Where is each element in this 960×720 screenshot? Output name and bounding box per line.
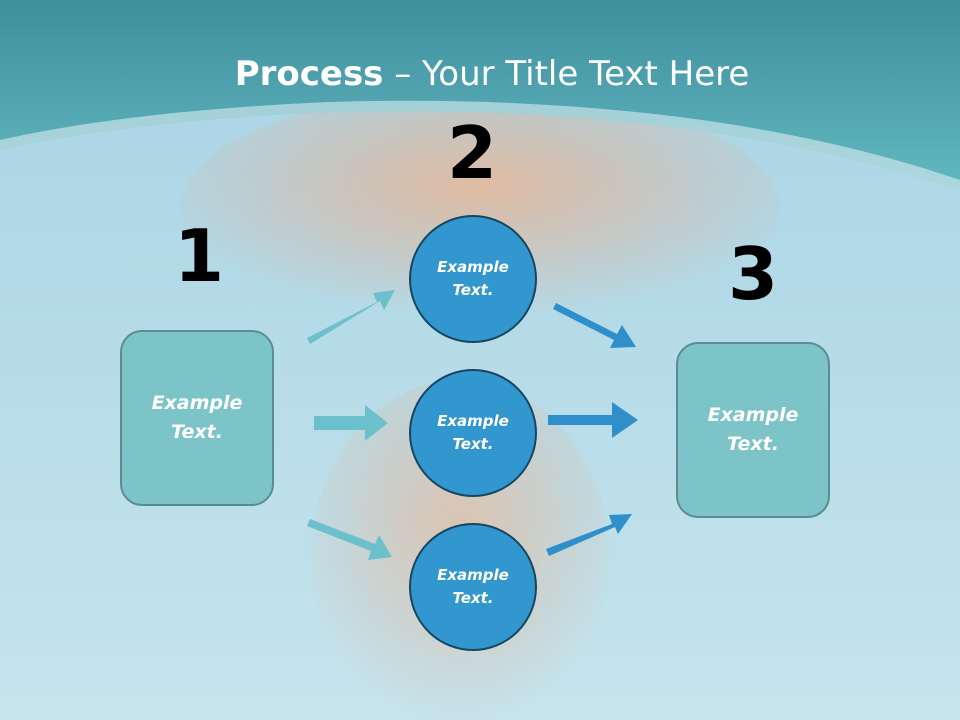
arrow-left-to-top <box>307 290 395 344</box>
arrow-bottom-to-right <box>546 514 632 556</box>
slide-title: Process – Your Title Text Here <box>0 52 960 96</box>
circle-bottom-text: Example Text. <box>437 566 509 607</box>
circle-top: Example Text. <box>409 215 537 343</box>
header-band <box>0 0 960 190</box>
step-number-1: 1 <box>173 214 225 298</box>
step-number-3: 3 <box>727 232 779 316</box>
title-bold: Process <box>234 54 384 94</box>
jellyfish-bell <box>180 90 780 330</box>
circle-top-text: Example Text. <box>437 258 509 299</box>
circle-middle-text: Example Text. <box>437 412 509 453</box>
arrow-top-to-right <box>553 303 636 348</box>
arrow-middle-to-right <box>548 402 638 438</box>
right-box-text: Example Text. <box>707 404 799 455</box>
right-process-box: Example Text. <box>676 342 830 518</box>
header-highlight <box>0 100 960 190</box>
circle-bottom: Example Text. <box>409 523 537 651</box>
circle-middle: Example Text. <box>409 369 537 497</box>
left-box-text: Example Text. <box>151 392 243 443</box>
arrow-left-to-middle <box>314 405 388 441</box>
step-number-2: 2 <box>446 111 498 195</box>
left-process-box: Example Text. <box>120 330 274 506</box>
arrow-left-to-bottom <box>307 519 392 560</box>
title-rest: – Your Title Text Here <box>383 54 750 94</box>
